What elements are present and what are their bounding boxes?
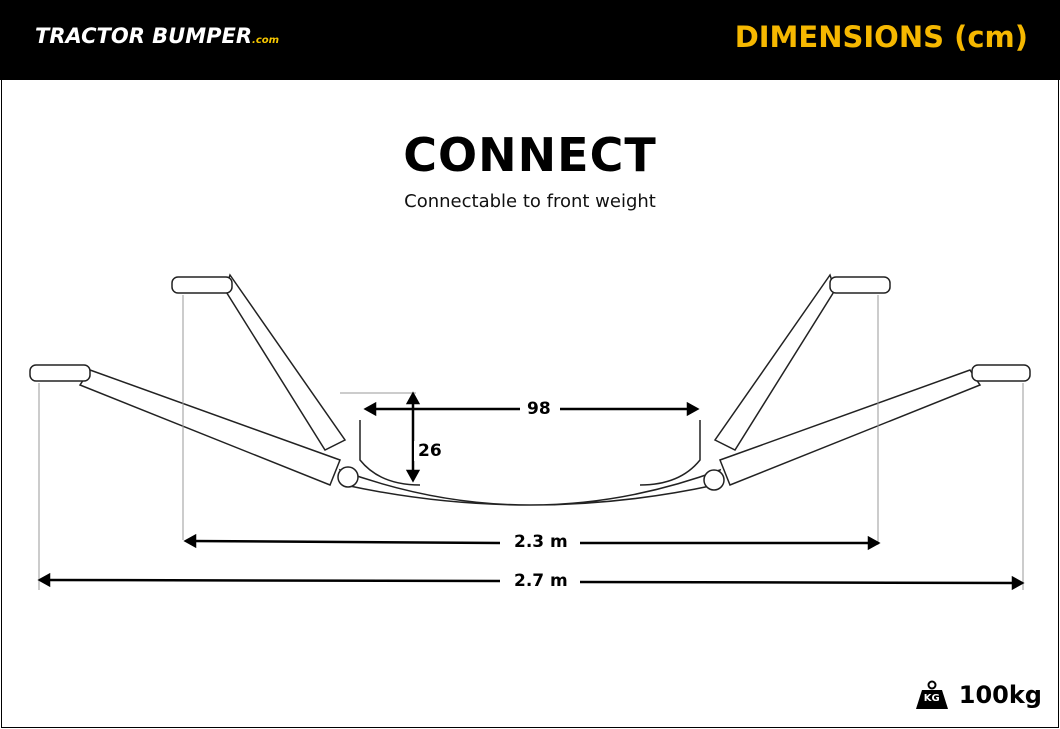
inner-width-label: 98: [523, 399, 555, 419]
kg-icon-label: KG: [923, 693, 940, 704]
mid-width-label: 2.3 m: [510, 532, 572, 552]
left-upper-arm: [224, 273, 347, 451]
left-upper-pin: [171, 276, 233, 294]
center-beam: [338, 468, 722, 506]
product-title: CONNECT: [403, 128, 657, 182]
section-title: DIMENSIONS (cm): [734, 20, 1028, 54]
content-frame: [1, 80, 1059, 728]
weight-info: KG 100kg: [915, 680, 1042, 710]
left-pivot: [337, 466, 359, 488]
height-label: 26: [414, 441, 446, 461]
right-upper-pin: [829, 276, 891, 294]
product-subtitle: Connectable to front weight: [404, 191, 656, 212]
right-pivot: [703, 469, 725, 491]
right-lower-pin: [971, 364, 1031, 382]
weight-value: 100kg: [958, 681, 1042, 709]
brand-logo: TRACTOR BUMPER.com: [35, 24, 280, 48]
header-bar: TRACTOR BUMPER.com DIMENSIONS (cm): [0, 0, 1060, 80]
left-lower-pin: [29, 364, 91, 382]
right-upper-arm: [713, 273, 836, 451]
total-width-label: 2.7 m: [510, 571, 572, 591]
kg-weight-icon: [915, 680, 948, 709]
